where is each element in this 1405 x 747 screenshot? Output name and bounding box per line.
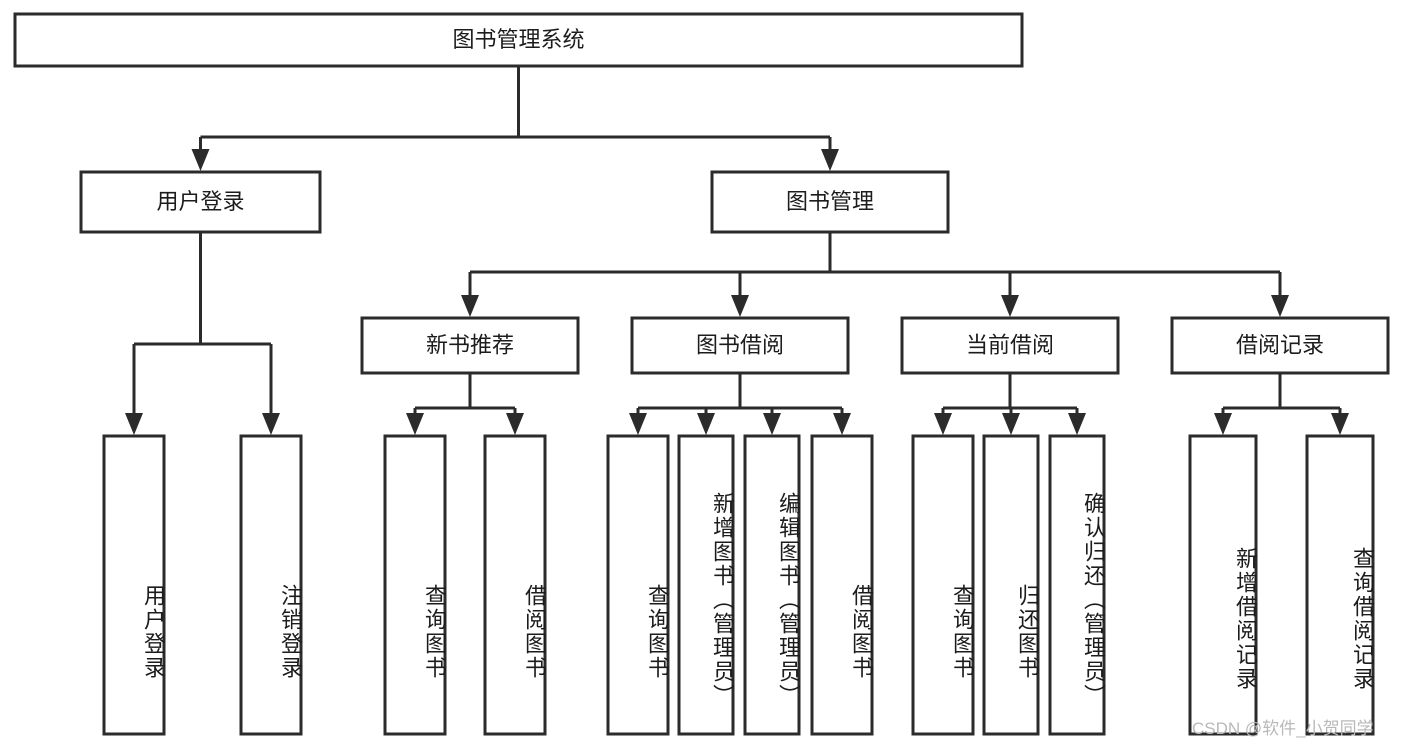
node-l3-3[interactable] xyxy=(1170,316,1390,375)
node-box-rect xyxy=(911,434,975,736)
node-leaf-10[interactable] xyxy=(1048,434,1106,736)
node-box-rect xyxy=(743,434,801,736)
arrow-head-icon xyxy=(125,413,143,435)
node-leaf-12[interactable] xyxy=(1305,434,1375,736)
arrow-head-icon xyxy=(821,149,839,171)
node-label-l2-1: 图书管理 xyxy=(786,189,874,214)
arrow-head-icon xyxy=(763,413,781,435)
node-leaf-3[interactable] xyxy=(483,434,547,736)
node-box-rect xyxy=(383,434,447,736)
node-leaf-8[interactable] xyxy=(911,434,975,736)
node-boxes-layer xyxy=(13,12,1390,736)
node-box-rect xyxy=(79,170,322,234)
csdn-watermark: CSDN @软件_小贺同学 xyxy=(1192,719,1374,738)
node-label-l3-3: 借阅记录 xyxy=(1236,332,1324,357)
arrow-head-icon xyxy=(506,413,524,435)
node-l2-1[interactable] xyxy=(710,170,950,234)
node-box-rect xyxy=(606,434,670,736)
node-box-rect xyxy=(900,316,1120,375)
node-leaf-6[interactable] xyxy=(743,434,801,736)
arrow-head-icon xyxy=(262,413,280,435)
node-box-rect xyxy=(710,170,950,234)
node-leaf-2[interactable] xyxy=(383,434,447,736)
node-box-rect xyxy=(1048,434,1106,736)
node-label-l3-2: 当前借阅 xyxy=(966,332,1054,357)
node-box-rect xyxy=(810,434,874,736)
node-box-rect xyxy=(1188,434,1258,736)
arrow-head-icon xyxy=(1001,295,1019,317)
node-label-l2-0: 用户登录 xyxy=(156,189,244,214)
arrow-head-icon xyxy=(1002,413,1020,435)
arrow-head-icon xyxy=(934,413,952,435)
node-root-0[interactable] xyxy=(13,12,1024,68)
node-box-rect xyxy=(630,316,850,375)
arrow-head-icon xyxy=(1271,295,1289,317)
node-box-rect xyxy=(360,316,580,375)
node-l3-0[interactable] xyxy=(360,316,580,375)
node-l3-2[interactable] xyxy=(900,316,1120,375)
node-l3-1[interactable] xyxy=(630,316,850,375)
node-leaf-5[interactable] xyxy=(677,434,735,736)
connectors-layer xyxy=(125,66,1349,435)
node-box-rect xyxy=(483,434,547,736)
node-leaf-0[interactable] xyxy=(102,434,166,736)
arrow-head-icon xyxy=(1214,413,1232,435)
node-box-rect xyxy=(239,434,303,736)
arrow-head-icon xyxy=(461,295,479,317)
node-leaf-4[interactable] xyxy=(606,434,670,736)
node-label-l3-1: 图书借阅 xyxy=(696,332,784,357)
arrow-head-icon xyxy=(731,295,749,317)
node-l2-0[interactable] xyxy=(79,170,322,234)
arrow-head-icon xyxy=(191,149,210,171)
arrow-head-icon xyxy=(1331,413,1349,435)
node-leaf-9[interactable] xyxy=(982,434,1040,736)
arrow-head-icon xyxy=(406,413,424,435)
node-label-l3-0: 新书推荐 xyxy=(426,332,514,357)
node-box-rect xyxy=(1170,316,1390,375)
arrow-head-icon xyxy=(833,413,851,435)
node-box-rect xyxy=(1305,434,1375,736)
arrow-head-icon xyxy=(1068,413,1086,435)
node-box-rect xyxy=(102,434,166,736)
node-leaf-1[interactable] xyxy=(239,434,303,736)
arrow-head-icon xyxy=(697,413,715,435)
arrow-head-icon xyxy=(629,413,647,435)
node-leaf-11[interactable] xyxy=(1188,434,1258,736)
node-leaf-7[interactable] xyxy=(810,434,874,736)
node-box-rect xyxy=(13,12,1024,68)
node-box-rect xyxy=(982,434,1040,736)
node-label-root-0: 图书管理系统 xyxy=(452,27,584,52)
node-box-rect xyxy=(677,434,735,736)
